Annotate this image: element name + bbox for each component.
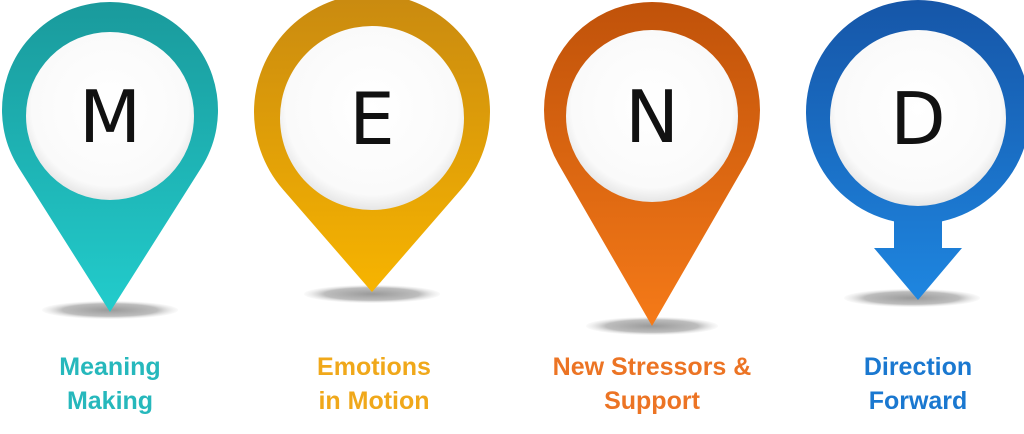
pin-e: E <box>254 0 490 303</box>
caption-line1: Meaning <box>59 353 161 381</box>
caption-line2: Support <box>604 387 700 415</box>
caption-line1: Direction <box>863 353 973 381</box>
pin-letter: N <box>625 75 679 159</box>
pin-inner-circle <box>830 30 1006 206</box>
pin-letter: M <box>79 75 141 159</box>
pin-inner-circle <box>280 26 464 210</box>
caption-line2: Forward <box>868 387 968 415</box>
pin-n: N <box>544 1 760 335</box>
pin-letter: E <box>349 77 395 161</box>
caption-d: Direction Forward <box>788 350 1024 418</box>
caption-m: Meaning Making <box>0 350 240 418</box>
pin-d: D <box>806 0 1024 307</box>
pin-shadow <box>844 289 980 307</box>
caption-line1: New Stressors & <box>552 353 752 381</box>
caption-e: Emotions in Motion <box>244 350 504 418</box>
caption-n: New Stressors & Support <box>522 350 782 418</box>
pin-m: M <box>1 2 218 319</box>
caption-line2: Making <box>66 387 154 415</box>
pin-shadow <box>304 285 440 303</box>
pin-inner-circle <box>566 30 738 202</box>
caption-line2: in Motion <box>318 387 430 415</box>
pin-inner-circle <box>26 32 194 200</box>
caption-line1: Emotions <box>317 353 431 381</box>
pin-letter: D <box>890 77 945 161</box>
